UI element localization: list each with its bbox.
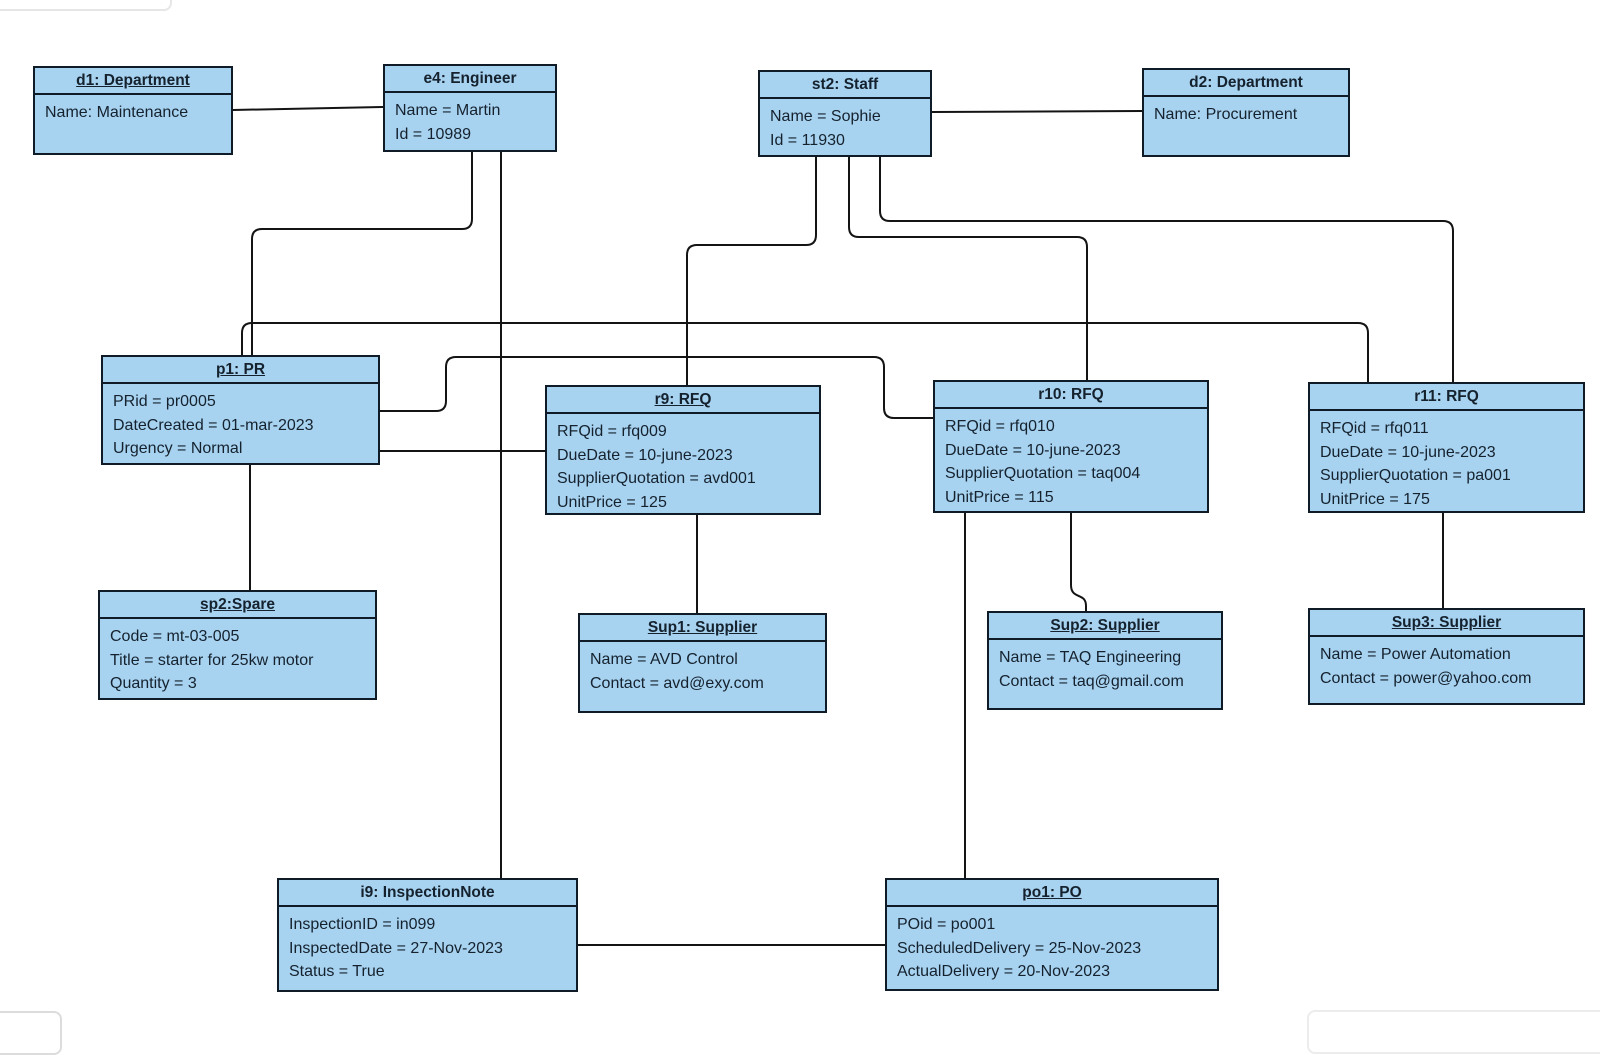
object-attribute: UnitPrice = 125 [557,493,667,511]
object-attribute: Urgency = Normal [113,440,243,457]
connector-st2-d2[interactable] [931,110,1143,113]
connector-p1-r11[interactable] [241,322,1369,382]
object-attribute: Contact = taq@gmail.com [999,672,1184,690]
object-attribute: Id = 10989 [395,125,472,143]
object-attribute: RFQid = rfq010 [945,418,1055,435]
object-attribute: Name = Sophie [770,108,881,125]
object-attribute: DateCreated = 01-mar-2023 [113,416,314,434]
object-attribute: InspectionID = in099 [289,916,436,933]
object-attributes: Name: Procurement [1144,97,1348,127]
object-title: sp2:Spare [100,592,375,619]
connector-d1-e4[interactable] [232,106,384,111]
object-title: p1: PR [103,357,378,384]
object-attribute: Title = starter for 25kw motor [110,651,314,669]
object-attribute: RFQid = rfq011 [1320,420,1429,437]
object-title: r10: RFQ [935,382,1207,409]
connector-p1-r10[interactable] [380,356,933,419]
object-attribute: PRid = pr0005 [113,393,216,410]
object-attribute: Quantity = 3 [110,675,197,692]
connector-st2-r11[interactable] [879,157,1454,382]
object-attribute: Contact = avd@exy.com [590,674,764,692]
connector-r10-sup2[interactable] [1070,513,1087,611]
object-title: d2: Department [1144,70,1348,97]
object-title: Sup2: Supplier [989,613,1221,640]
object-attribute: UnitPrice = 175 [1320,490,1430,508]
object-attribute: SupplierQuotation = taq004 [945,465,1141,482]
object-attribute: Name = Power Automation [1320,646,1511,663]
object-title: r11: RFQ [1310,384,1583,411]
object-attributes: Name = Martin Id = 10989 [385,93,555,146]
object-attributes: Name: Maintenance [35,95,231,125]
object-title: r9: RFQ [547,387,819,414]
object-title: Sup1: Supplier [580,615,825,642]
connector-st2-r9[interactable] [686,157,817,385]
connector-layer [232,106,1454,946]
object-attribute: Name = AVD Control [590,651,738,668]
object-attribute: SupplierQuotation = pa001 [1320,467,1511,484]
object-attribute: Name = Martin [395,102,501,119]
object-attribute: Contact = power@yahoo.com [1320,669,1532,687]
object-title: Sup3: Supplier [1310,610,1583,637]
object-title: i9: InspectionNote [279,880,576,907]
object-attribute: ScheduledDelivery = 25-Nov-2023 [897,939,1142,957]
object-attribute: Id = 11930 [770,131,845,149]
connector-st2-r10[interactable] [848,157,1088,380]
object-attribute: DueDate = 10-june-2023 [1320,443,1496,461]
object-attribute: Name: Maintenance [45,104,189,121]
connector-e4-p1[interactable] [251,152,473,355]
ui-fragment-top-left [0,0,172,11]
object-attribute: Status = True [289,963,385,980]
object-title: d1: Department [35,68,231,95]
object-attribute: DueDate = 10-june-2023 [557,446,733,464]
object-attribute: RFQid = rfq009 [557,423,667,440]
object-title: po1: PO [887,880,1217,907]
object-attribute: Code = mt-03-005 [110,628,240,645]
object-attribute: UnitPrice = 115 [945,488,1054,506]
object-attribute: SupplierQuotation = avd001 [557,470,756,487]
object-attribute: Name = TAQ Engineering [999,649,1182,666]
object-attributes: Name = Sophie Id = 11930 [760,99,930,152]
object-attribute: POid = po001 [897,916,996,933]
object-title: st2: Staff [760,72,930,99]
object-attribute: Name: Procurement [1154,106,1298,123]
object-attribute: InspectedDate = 27-Nov-2023 [289,939,503,957]
object-attribute: ActualDelivery = 20-Nov-2023 [897,963,1110,980]
object-attribute: DueDate = 10-june-2023 [945,441,1121,459]
object-title: e4: Engineer [385,66,555,93]
